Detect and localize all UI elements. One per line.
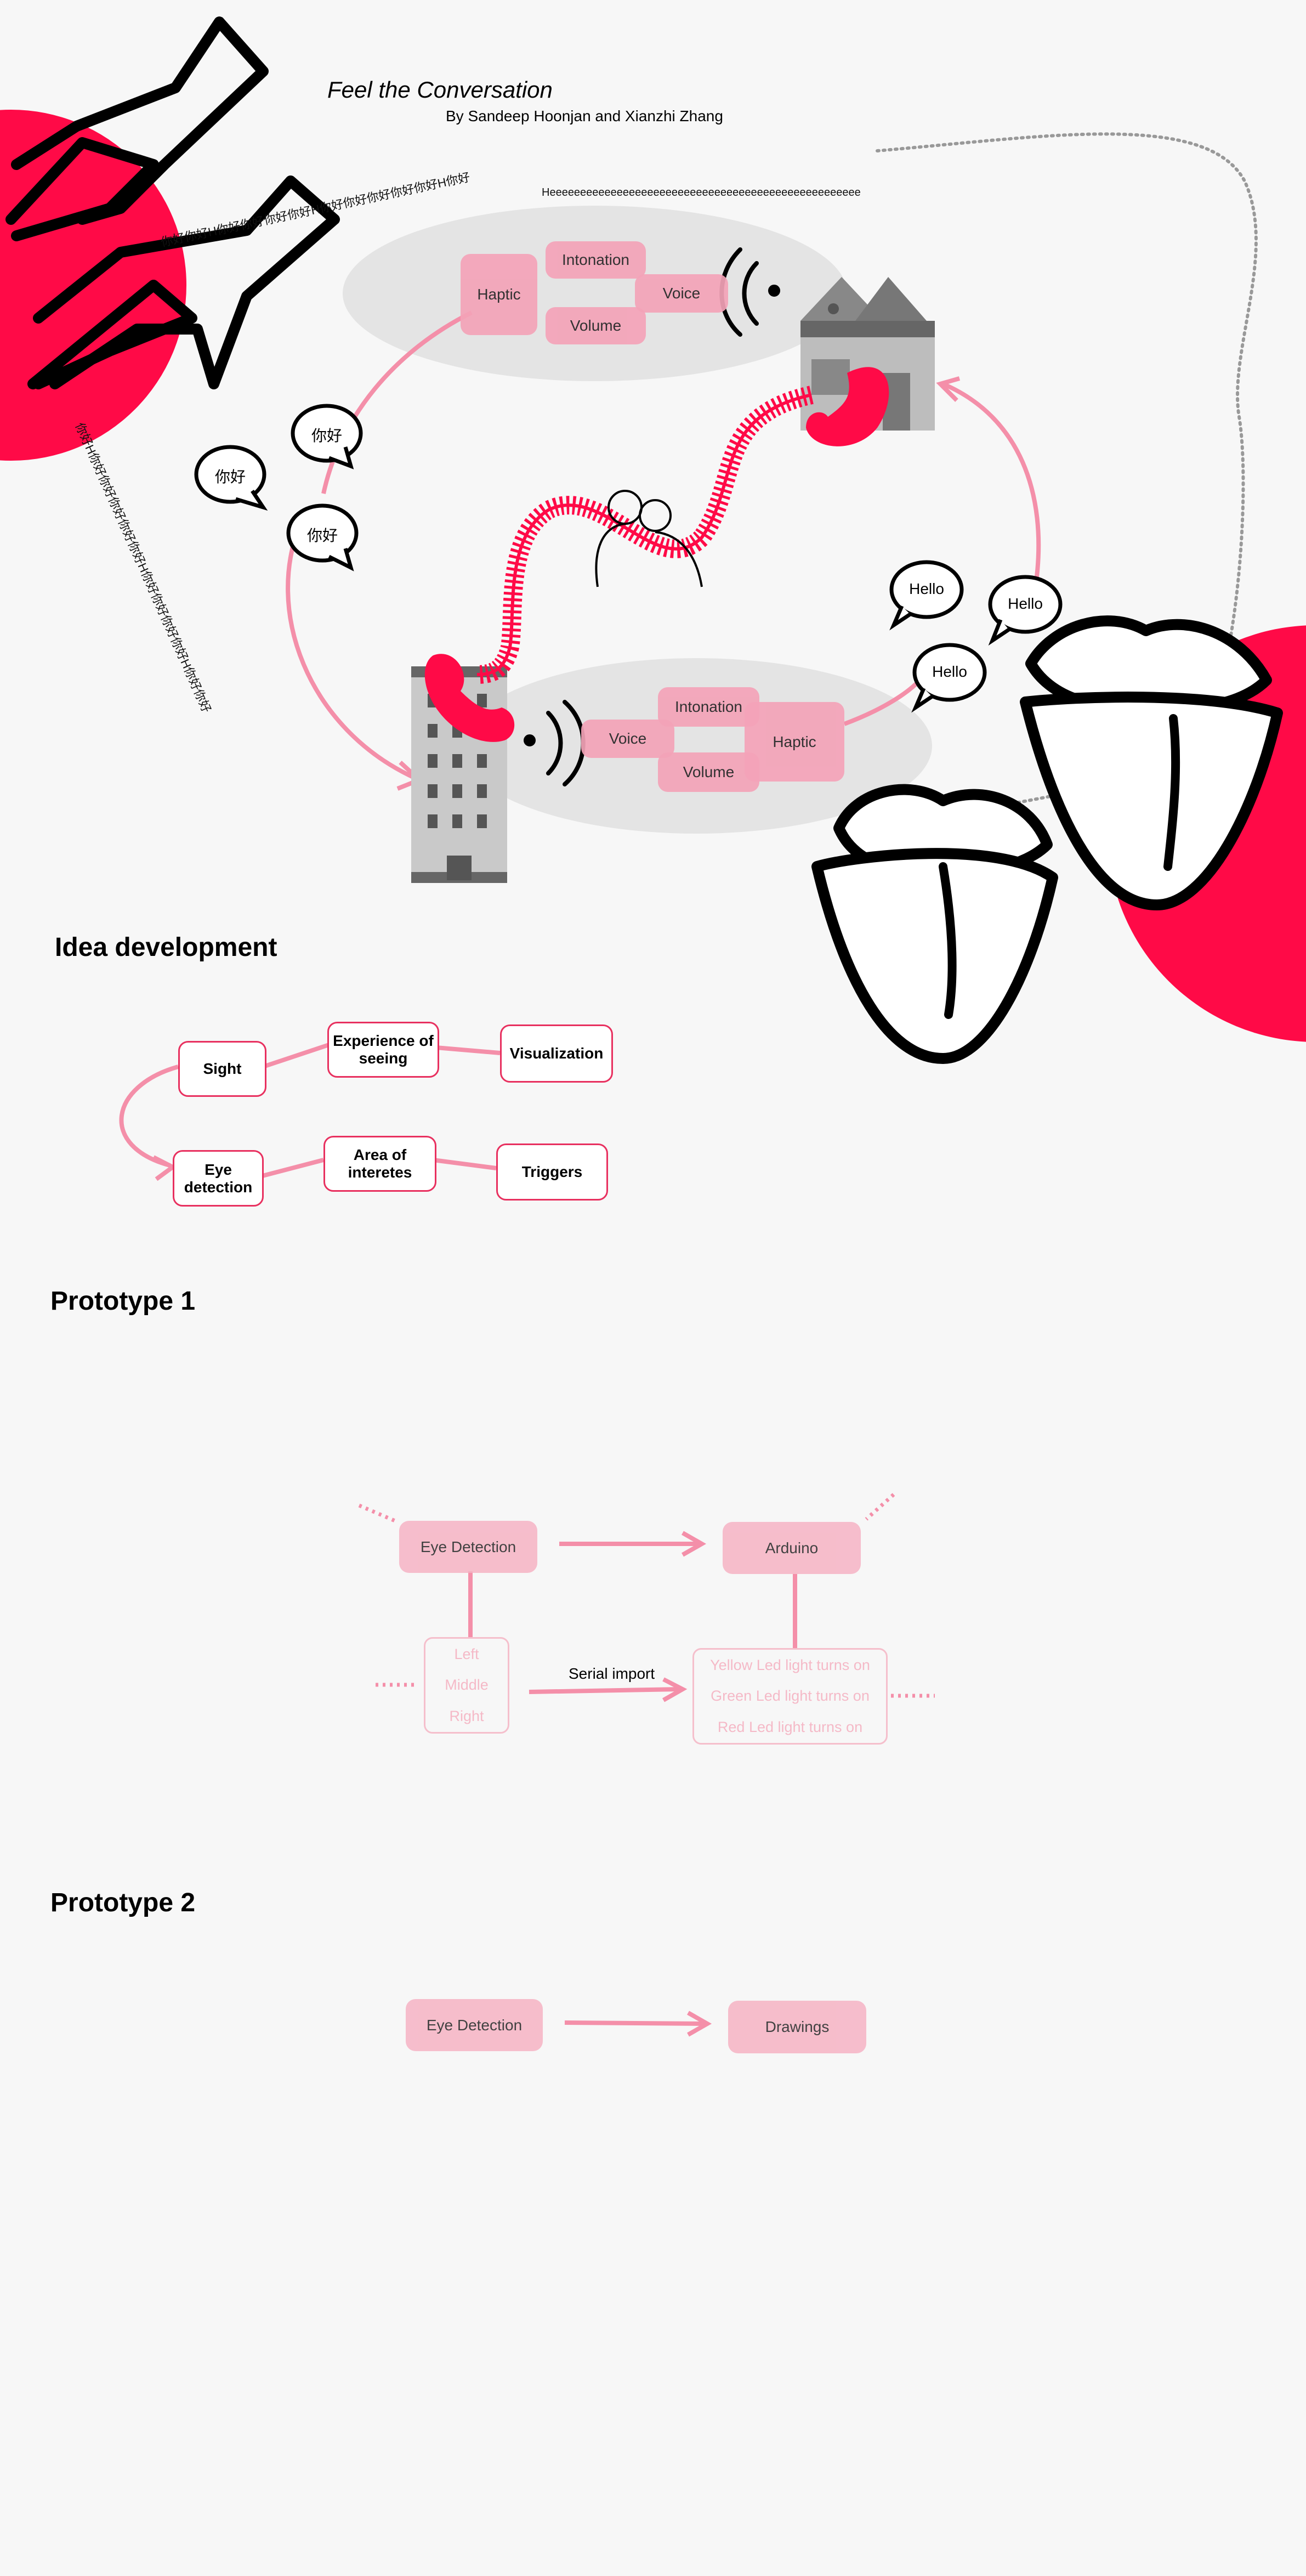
flow-arrow-left (321, 310, 473, 494)
hand-illustration (5, 16, 340, 389)
top-voice-box: Voice (635, 274, 728, 313)
phone-handset-icon (424, 654, 515, 742)
position-right: Right (449, 1708, 484, 1725)
p1-position-box: Left Middle Right (424, 1637, 509, 1734)
sketch-figures (595, 490, 703, 587)
speech-bubbles (194, 404, 1063, 713)
idea-box-experience: Experience of seeing (327, 1022, 439, 1078)
idea-box-sight: Sight (178, 1041, 266, 1097)
idea-box-triggers: Triggers (496, 1143, 608, 1201)
top-haptic-box: Haptic (461, 254, 537, 335)
bubble-text-cn: 你好 (306, 527, 338, 544)
top-ellipse (343, 206, 847, 381)
mouth-tongue-illustration (811, 615, 1283, 1064)
idea-box-area-of-interest: Area of interetes (323, 1136, 436, 1192)
hello-text-stream: Heeeeeeeeeeeeeeeeeeeeeeeeeeeeeeeeeeeeeee… (542, 186, 861, 199)
idea-connectors (119, 1043, 501, 1181)
bottom-haptic-box: Haptic (745, 702, 844, 782)
p2-eye-detection-box: Eye Detection (406, 1999, 543, 2051)
bottom-volume-box: Volume (658, 752, 759, 792)
bubble-text-cn: 你好 (214, 468, 246, 485)
phone-handset-icon (806, 367, 889, 446)
prototype2-heading: Prototype 2 (50, 1888, 196, 1917)
top-volume-box: Volume (546, 307, 646, 344)
bubble-text-en: Hello (1008, 595, 1043, 612)
top-intonation-box: Intonation (546, 241, 646, 279)
bottom-intonation-box: Intonation (658, 687, 759, 727)
position-left: Left (454, 1645, 479, 1662)
prototype1-connectors (468, 1531, 797, 1702)
bubble-text-cn: 你好 (311, 427, 342, 444)
led-green: Green Led light turns on (711, 1688, 870, 1705)
bubble-text-en: Hello (932, 663, 967, 680)
led-yellow: Yellow Led light turns on (710, 1656, 870, 1673)
prototype1-heading: Prototype 1 (50, 1287, 196, 1316)
serial-import-label: Serial import (569, 1665, 655, 1682)
idea-heading: Idea development (55, 933, 277, 962)
page-title: Feel the Conversation (327, 77, 553, 103)
position-middle: Middle (445, 1677, 489, 1694)
prototype2-connector (564, 2011, 712, 2037)
flow-arrow-down (286, 520, 418, 781)
bottom-voice-box: Voice (581, 720, 674, 758)
flow-arrow-up (942, 382, 1041, 582)
arrowhead (936, 376, 961, 402)
authors: By Sandeep Hoonjan and Xianzhi Zhang (446, 107, 723, 124)
p1-led-box: Yellow Led light turns on Green Led ligh… (692, 1648, 888, 1745)
phone-cord-core (476, 393, 812, 676)
p1-eye-detection-box: Eye Detection (399, 1521, 537, 1573)
idea-box-eye-detection: Eye detection (173, 1150, 264, 1207)
bubble-text-en: Hello (909, 580, 944, 597)
p1-arduino-box: Arduino (723, 1522, 861, 1574)
led-red: Red Led light turns on (717, 1719, 863, 1736)
idea-box-visualization: Visualization (500, 1024, 613, 1083)
p2-drawings-box: Drawings (728, 2001, 866, 2053)
dotted-lead (358, 1493, 935, 1698)
